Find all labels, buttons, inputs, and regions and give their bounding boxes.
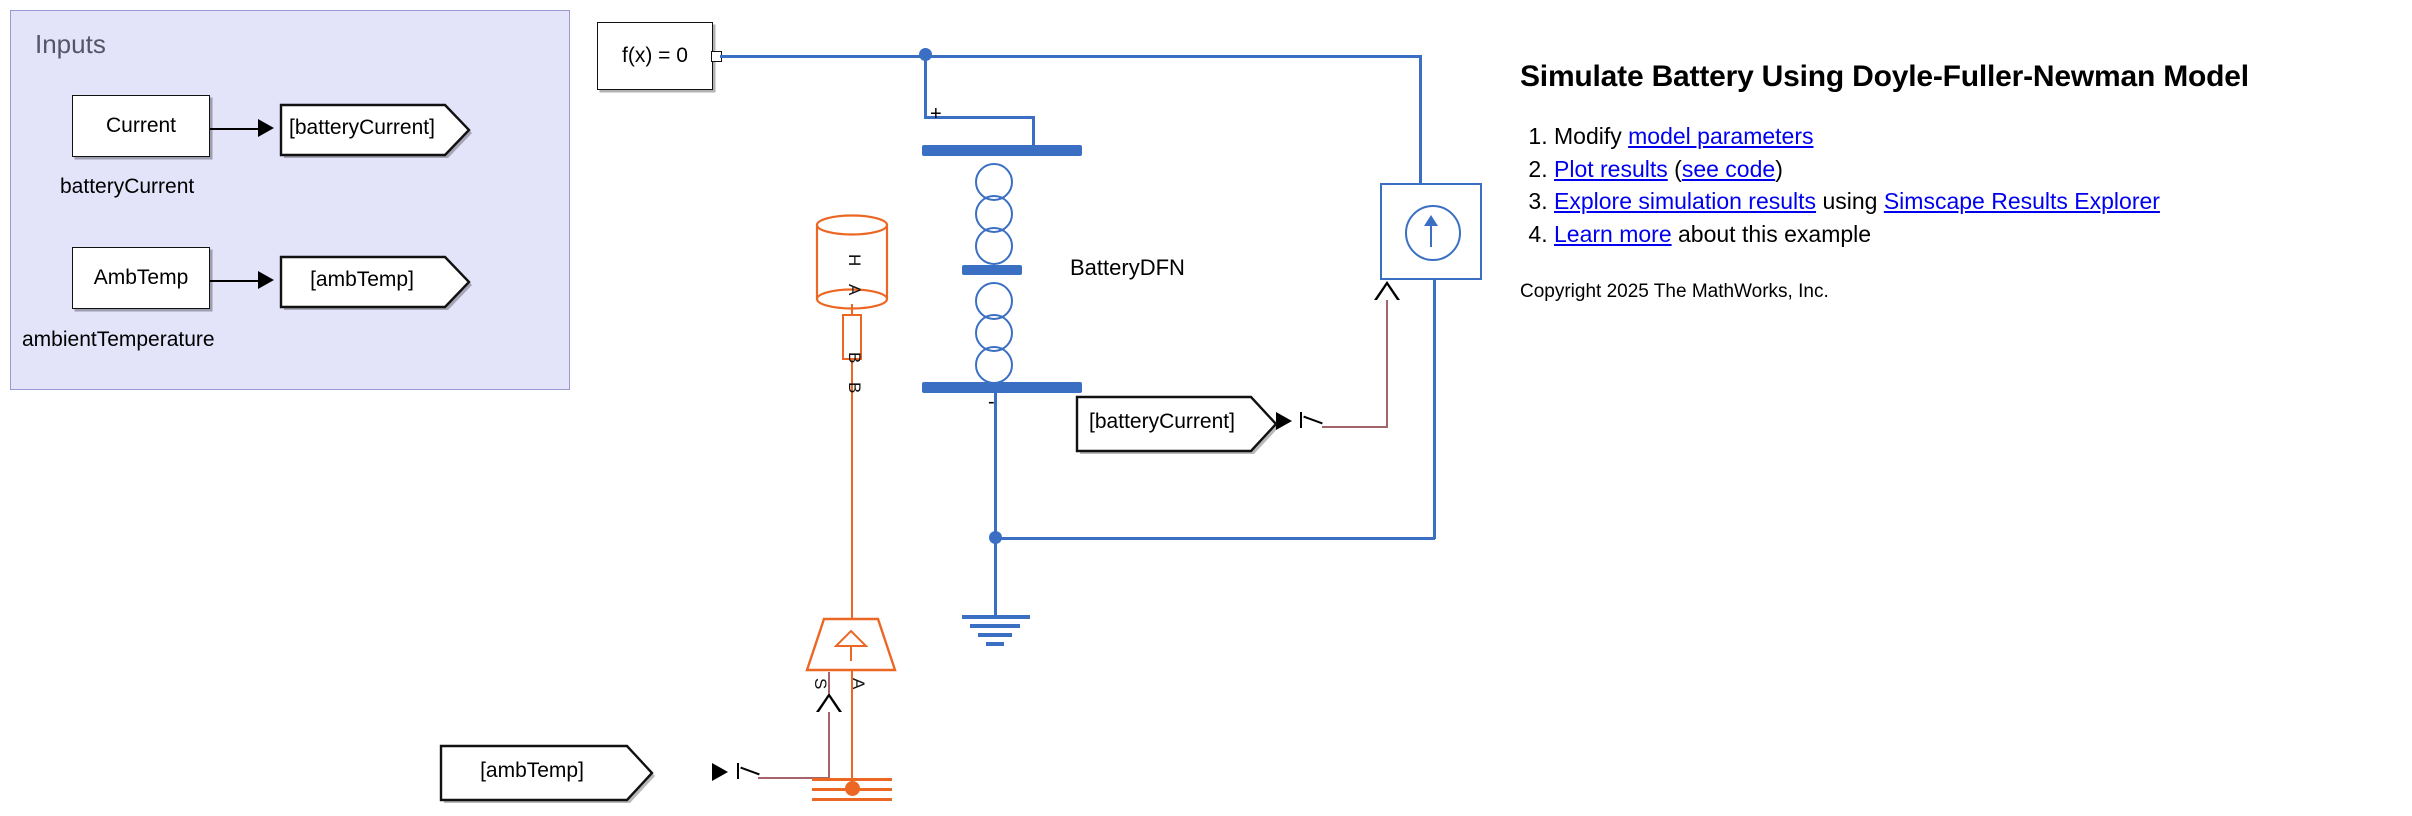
wire-top-to-source	[930, 55, 1420, 58]
wire-ambtemp-to-goto	[210, 280, 266, 282]
link-learn-more[interactable]: Learn more	[1554, 220, 1672, 247]
step-4-mid: about this example	[1671, 220, 1872, 247]
ps-wire-temp-top	[828, 672, 830, 694]
block-ambtemp-text: AmbTemp	[93, 266, 189, 289]
battery-particle-6	[975, 346, 1013, 384]
step-2: Plot results (see code)	[1554, 153, 2380, 186]
arrow-current-goto	[258, 119, 274, 137]
temp-source-ps-port-inner	[819, 697, 839, 712]
block-current[interactable]: Current	[72, 95, 210, 157]
ps-converter-current-bar	[1300, 412, 1302, 428]
wire-node-down	[924, 55, 927, 118]
link-plot-results[interactable]: Plot results	[1554, 155, 1668, 182]
ps-converter-current	[1303, 415, 1323, 425]
ps-converter-temp	[740, 766, 760, 776]
wire-minus-down	[994, 392, 997, 537]
ground-bar-3	[978, 633, 1012, 637]
inputs-group-title: Inputs	[35, 29, 106, 59]
battery-thermal-port-label: H	[845, 254, 864, 267]
thermal-ref-bar-3	[812, 798, 892, 801]
block-thermal-convection[interactable]	[842, 314, 862, 360]
from-tag-amb-temp[interactable]: [ambTemp]	[437, 742, 655, 803]
block-solver-configuration[interactable]: f(x) = 0	[597, 22, 713, 90]
link-model-parameters[interactable]: model parameters	[1628, 123, 1814, 149]
current-source-ps-port-inner	[1377, 285, 1397, 300]
ground-bar-1	[962, 615, 1030, 619]
step-2-mid: (	[1667, 155, 1682, 182]
wire-node-to-plus	[924, 116, 1034, 119]
step-2-post: )	[1775, 155, 1783, 182]
thermal-wire-to-convection	[851, 402, 854, 504]
inputs-group[interactable]: Inputs	[10, 10, 570, 390]
convection-port-b-label: B	[845, 352, 864, 364]
block-current-label: batteryCurrent	[60, 175, 195, 198]
step-4: Learn more about this example	[1554, 218, 2380, 251]
thermal-wire-temp-to-ref	[851, 670, 854, 786]
link-explore-simulation-results[interactable]: Explore simulation results	[1554, 188, 1817, 215]
arrow-ambtemp-goto	[258, 271, 274, 289]
wire-source-top-lead	[1419, 55, 1422, 185]
thermal-wire-convection-to-source	[851, 504, 854, 604]
block-controlled-temperature-source[interactable]	[805, 617, 897, 672]
thermal-wire-into-temp-source	[851, 600, 854, 620]
convection-port-a-label: A	[845, 284, 864, 296]
battery-block-label: BatteryDFN	[1070, 255, 1185, 280]
goto-tag-battery-current[interactable]: [batteryCurrent]	[277, 101, 472, 158]
block-ambtemp[interactable]: AmbTemp	[72, 247, 210, 309]
from-tag-battery-current-text: [batteryCurrent]	[1089, 410, 1235, 433]
link-see-code[interactable]: see code	[1681, 155, 1776, 182]
current-source-arrow-shaft	[1430, 217, 1433, 247]
ps-wire-temp-horizontal	[758, 777, 830, 779]
step-1-pre: Modify	[1554, 123, 1629, 149]
arrow-from-battery-current	[1276, 412, 1292, 430]
description-panel: Simulate Battery Using Doyle-Fuller-Newm…	[1520, 60, 2380, 303]
battery-plate-positive	[922, 145, 1082, 156]
ps-converter-temp-bar	[737, 763, 739, 779]
battery-plate-separator	[962, 265, 1022, 275]
ps-wire-current-vertical	[1386, 300, 1388, 428]
junction-top	[919, 48, 932, 61]
ground-bar-2	[970, 624, 1020, 628]
ground-bar-4	[986, 642, 1004, 646]
wire-plus-down	[1032, 116, 1035, 146]
wire-to-ground	[994, 537, 997, 617]
goto-tag-battery-current-text: [batteryCurrent]	[289, 116, 435, 139]
arrow-from-amb-temp	[712, 763, 728, 781]
step-1: Modify model parameters	[1554, 120, 2380, 153]
wire-solver-to-node	[720, 55, 930, 58]
thermal-ref-bar-1	[812, 778, 892, 781]
battery-minus-sign: -	[988, 391, 995, 413]
wire-bottom-run	[1000, 537, 1435, 540]
block-ambtemp-label: ambientTemperature	[22, 328, 215, 351]
ps-wire-current-horizontal	[1322, 426, 1388, 428]
battery-plus-sign: +	[930, 103, 942, 125]
battery-particle-3	[975, 227, 1013, 265]
step-3: Explore simulation results using Simscap…	[1554, 185, 2380, 218]
temp-source-port-s-label: S	[811, 678, 830, 690]
thermal-ref-node	[845, 781, 860, 796]
page-title: Simulate Battery Using Doyle-Fuller-Newm…	[1520, 60, 2249, 93]
step-3-mid: using	[1816, 188, 1884, 215]
from-tag-amb-temp-text: [ambTemp]	[480, 759, 584, 782]
block-current-text: Current	[105, 114, 177, 137]
copyright-text: Copyright 2025 The MathWorks, Inc.	[1520, 280, 1829, 302]
ps-wire-temp-vertical	[828, 712, 830, 778]
link-simscape-results-explorer[interactable]: Simscape Results Explorer	[1883, 188, 2160, 215]
goto-tag-amb-temp[interactable]: [ambTemp]	[277, 253, 472, 310]
goto-tag-amb-temp-text: [ambTemp]	[310, 268, 414, 291]
battery-plate-negative	[922, 382, 1082, 393]
current-source-circle	[1405, 205, 1461, 261]
from-tag-battery-current[interactable]: [batteryCurrent]	[1073, 393, 1279, 454]
steps-list: Modify model parameters Plot results (se…	[1520, 120, 2380, 251]
temp-source-port-b-label: B	[845, 382, 864, 394]
wire-source-bottom-lead	[1433, 278, 1436, 539]
current-source-arrow-head	[1424, 215, 1438, 226]
solver-config-text: f(x) = 0	[622, 44, 688, 67]
wire-current-to-goto	[210, 128, 266, 130]
